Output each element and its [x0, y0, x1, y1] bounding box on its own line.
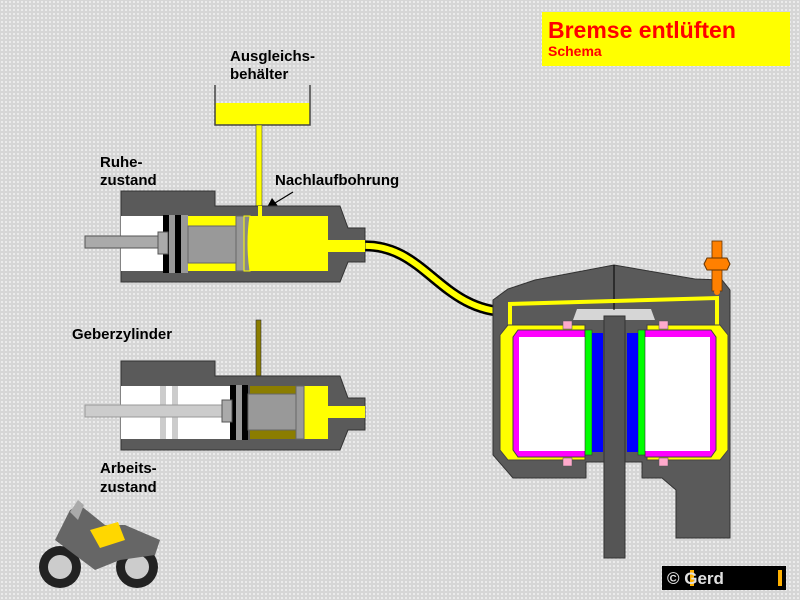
work-state-label-1: Arbeits- [100, 460, 157, 477]
reservoir [214, 85, 311, 216]
subtitle-text: Schema [548, 43, 602, 59]
rest-state-label-1: Ruhe- [100, 154, 143, 171]
title-text: Bremse entlüften [548, 17, 736, 43]
port-label: Nachlaufbohrung [275, 172, 399, 189]
master-cylinder-working [84, 319, 366, 451]
logo-text: © Gerd [667, 569, 724, 588]
reservoir-label-2: behälter [230, 66, 289, 83]
master-cylinder-label: Geberzylinder [72, 326, 172, 343]
rest-state-label-2: zustand [100, 172, 157, 189]
motorcycle-image [39, 500, 160, 588]
reservoir-label-1: Ausgleichs- [230, 48, 315, 65]
brake-caliper [492, 264, 731, 539]
brake-disc [603, 315, 626, 559]
work-state-label-2: zustand [100, 479, 157, 496]
bleed-nipple [703, 240, 731, 295]
master-cylinder-rest [84, 190, 366, 283]
copyright-logo: © Gerd [662, 566, 786, 590]
title-box: Bremse entlüften Schema [542, 12, 790, 66]
